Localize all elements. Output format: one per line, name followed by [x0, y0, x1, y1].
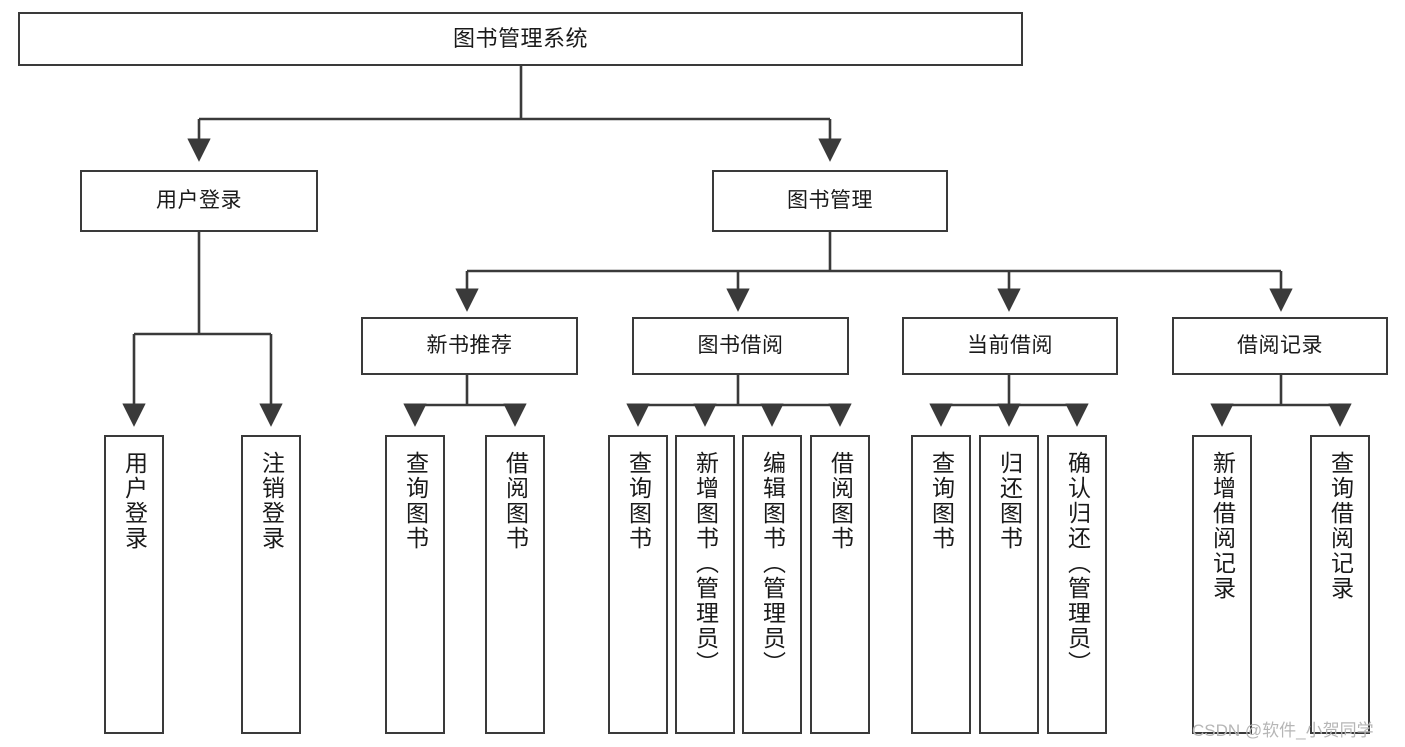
node-label: 借阅图书	[827, 451, 854, 551]
leaf-recommend-query-book[interactable]: 查询图书	[385, 435, 445, 734]
leaf-borrow-add-book[interactable]: 新增图书（管理员）	[675, 435, 735, 734]
leaf-recommend-borrow-book[interactable]: 借阅图书	[485, 435, 545, 734]
node-label: 图书管理	[787, 189, 873, 213]
node-label: 查询图书	[625, 451, 652, 551]
leaf-borrow-query-book[interactable]: 查询图书	[608, 435, 668, 734]
node-label: 归还图书	[996, 451, 1023, 551]
node-current-borrowing[interactable]: 当前借阅	[902, 317, 1118, 375]
node-label: 新增借阅记录	[1209, 451, 1236, 601]
node-label: 图书借阅	[697, 334, 784, 358]
leaf-borrow-edit-book[interactable]: 编辑图书（管理员）	[742, 435, 802, 734]
leaf-record-add-record[interactable]: 新增借阅记录	[1192, 435, 1252, 734]
leaf-record-query-record[interactable]: 查询借阅记录	[1310, 435, 1370, 734]
leaf-current-query-book[interactable]: 查询图书	[911, 435, 971, 734]
node-label: 借阅记录	[1237, 334, 1323, 358]
watermark: CSDN @软件_小贺同学	[1192, 721, 1374, 740]
leaf-user-login[interactable]: 用户登录	[104, 435, 164, 734]
node-label: 图书管理系统	[452, 25, 588, 51]
node-label: 查询图书	[402, 451, 429, 551]
node-label: 注销登录	[258, 451, 285, 551]
node-label: 用户登录	[121, 451, 148, 551]
leaf-current-confirm-return[interactable]: 确认归还（管理员）	[1047, 435, 1107, 734]
node-label: 借阅图书	[502, 451, 529, 551]
node-book-management[interactable]: 图书管理	[712, 170, 948, 232]
node-label: 查询借阅记录	[1327, 451, 1354, 601]
node-label: 新书推荐	[426, 334, 513, 358]
node-label: 用户登录	[156, 189, 242, 213]
node-label: 确认归还（管理员）	[1064, 451, 1091, 676]
node-book-borrowing[interactable]: 图书借阅	[632, 317, 849, 375]
node-label: 查询图书	[928, 451, 955, 551]
node-label: 编辑图书（管理员）	[759, 451, 786, 676]
leaf-borrow-borrow-book[interactable]: 借阅图书	[810, 435, 870, 734]
node-borrowing-record[interactable]: 借阅记录	[1172, 317, 1388, 375]
leaf-user-logout[interactable]: 注销登录	[241, 435, 301, 734]
leaf-current-return-book[interactable]: 归还图书	[979, 435, 1039, 734]
node-user-login[interactable]: 用户登录	[80, 170, 318, 232]
node-label: 新增图书（管理员）	[692, 451, 719, 676]
node-new-book-recommendation[interactable]: 新书推荐	[361, 317, 578, 375]
node-root-system[interactable]: 图书管理系统	[18, 12, 1023, 66]
node-label: 当前借阅	[967, 334, 1053, 358]
